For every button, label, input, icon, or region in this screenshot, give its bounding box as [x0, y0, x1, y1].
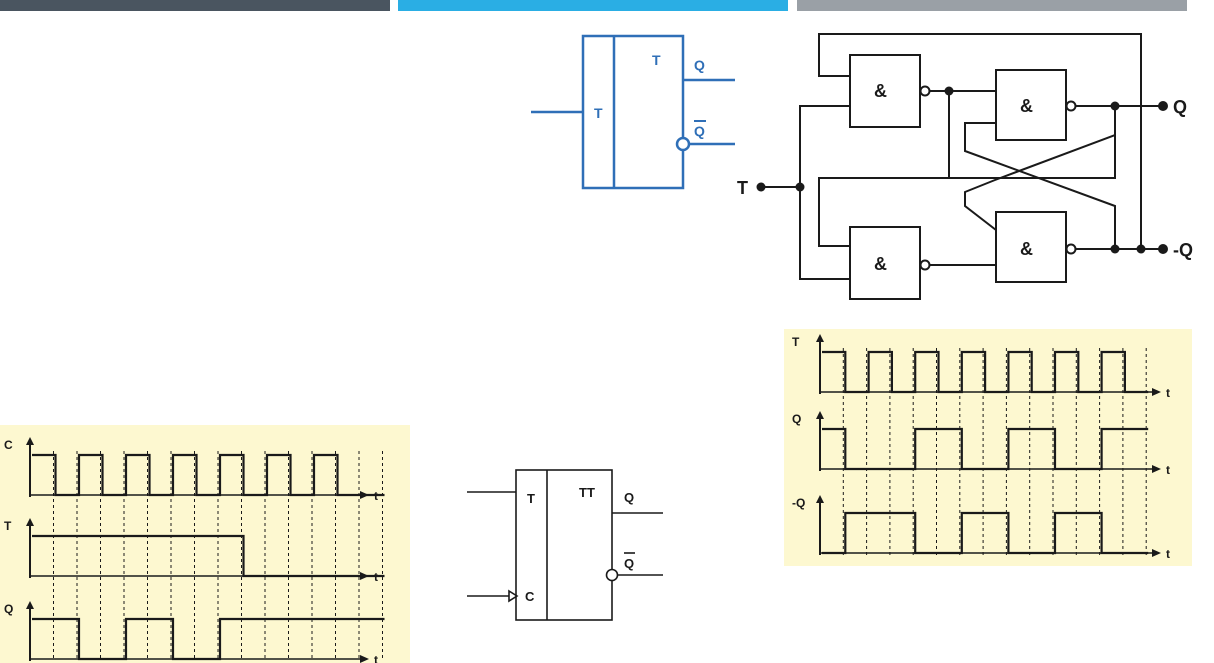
- timing-y-arrow: [26, 518, 34, 526]
- t-symbol-output-q: Q: [694, 57, 705, 73]
- timing-waveform: [32, 617, 385, 661]
- timing-waveform: [822, 511, 1149, 555]
- tt-symbol-output-qbar: Q: [624, 556, 634, 571]
- gate-tl-label: &: [874, 81, 887, 101]
- timing-y-arrow: [816, 411, 824, 419]
- timing-axis-label: t: [1166, 547, 1170, 561]
- timing-y-arrow: [26, 437, 34, 445]
- tt-flipflop-symbol: TT T C Q Q: [463, 465, 673, 625]
- timing-signal-name: T: [792, 335, 800, 349]
- circuit-output-nq: -Q: [1173, 240, 1193, 260]
- timing-axis-label: t: [1166, 463, 1170, 477]
- logic-circuit: & & & & T Q -Q: [733, 30, 1214, 305]
- gate-tr-label: &: [1020, 96, 1033, 116]
- timing-axis-label: t: [1166, 386, 1170, 400]
- timing-signal-name: Q: [792, 412, 801, 426]
- header-bar-dark: [0, 0, 390, 11]
- timing-signal-name: T: [4, 519, 12, 533]
- t-flipflop-symbol: T T Q Q: [525, 30, 740, 195]
- gate-bl-label: &: [874, 254, 887, 274]
- tt-symbol-input-t: T: [527, 491, 535, 506]
- timing-background: [0, 425, 410, 663]
- t-symbol-input-label: T: [594, 105, 603, 121]
- tt-symbol-inner-label: TT: [579, 485, 595, 500]
- header-bar-gray: [797, 0, 1187, 11]
- timing-signal-name: Q: [4, 602, 13, 616]
- timing-waveform: [32, 453, 385, 497]
- t-symbol-output-qbar: Q: [694, 123, 705, 139]
- timing-signal-name: C: [4, 438, 13, 452]
- header-bar-blue: [398, 0, 788, 11]
- timing-y-arrow: [816, 334, 824, 342]
- timing-x-arrow: [360, 655, 369, 663]
- timing-waveform: [32, 534, 385, 578]
- timing-x-arrow: [1152, 465, 1161, 473]
- timing-signal-name: -Q: [792, 496, 805, 510]
- circuit-output-q: Q: [1173, 97, 1187, 117]
- timing-x-arrow: [1152, 388, 1161, 396]
- tt-flipflop-svg: TT T C Q Q: [467, 469, 663, 621]
- timing-waveform: [822, 427, 1149, 471]
- timing-y-arrow: [26, 601, 34, 609]
- logic-circuit-svg: & & & & T Q -Q: [737, 33, 1193, 300]
- t-symbol-inner-label: T: [652, 52, 661, 68]
- timing-x-arrow: [1152, 549, 1161, 557]
- timing-waveform: [822, 350, 1149, 394]
- circuit-input-t: T: [737, 178, 748, 198]
- timing-axis-label: t: [374, 653, 378, 663]
- timing-y-arrow: [816, 495, 824, 503]
- tt-symbol-input-c: C: [525, 589, 535, 604]
- t-flipflop-svg: T T Q Q: [531, 34, 735, 190]
- gate-br-label: &: [1020, 239, 1033, 259]
- tt-symbol-output-q: Q: [624, 490, 634, 505]
